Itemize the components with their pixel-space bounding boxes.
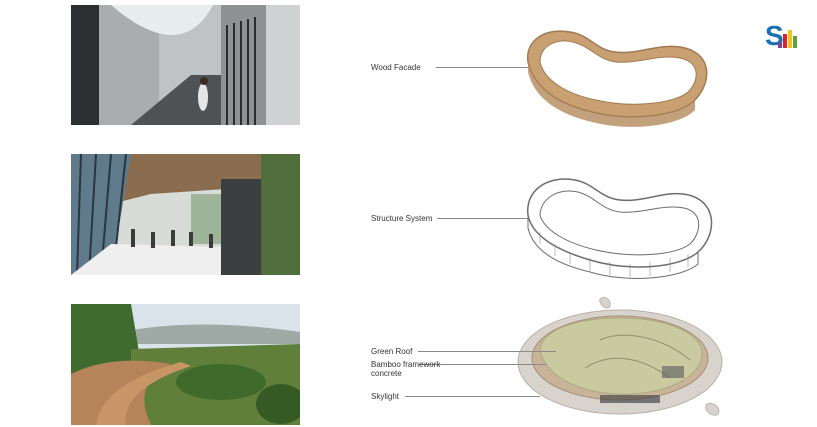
structure-system-diagram: [527, 178, 713, 279]
photo-corridor-interior: [71, 5, 300, 125]
label-bamboo-framework: Bamboo framework: [371, 360, 441, 369]
label-structure-system: Structure System: [371, 214, 433, 223]
label-skylight: Skylight: [371, 392, 400, 401]
label-wood-facade: Wood Facade: [371, 63, 421, 72]
leader-wood-facade: [436, 67, 528, 68]
label-concrete: concrete: [371, 369, 402, 378]
leader-structure-system: [437, 218, 529, 219]
leader-green-roof: [418, 351, 556, 352]
green-roof-diagram: [517, 297, 723, 416]
leader-skylight: [405, 396, 540, 397]
label-green-roof: Green Roof: [371, 347, 413, 356]
brand-logo: S: [764, 20, 800, 52]
photo-roof-garden: [71, 304, 300, 425]
photo-gallery-hall: [71, 154, 300, 275]
leader-bamboo-framework: [419, 364, 547, 365]
wood-facade-diagram: [527, 30, 708, 127]
